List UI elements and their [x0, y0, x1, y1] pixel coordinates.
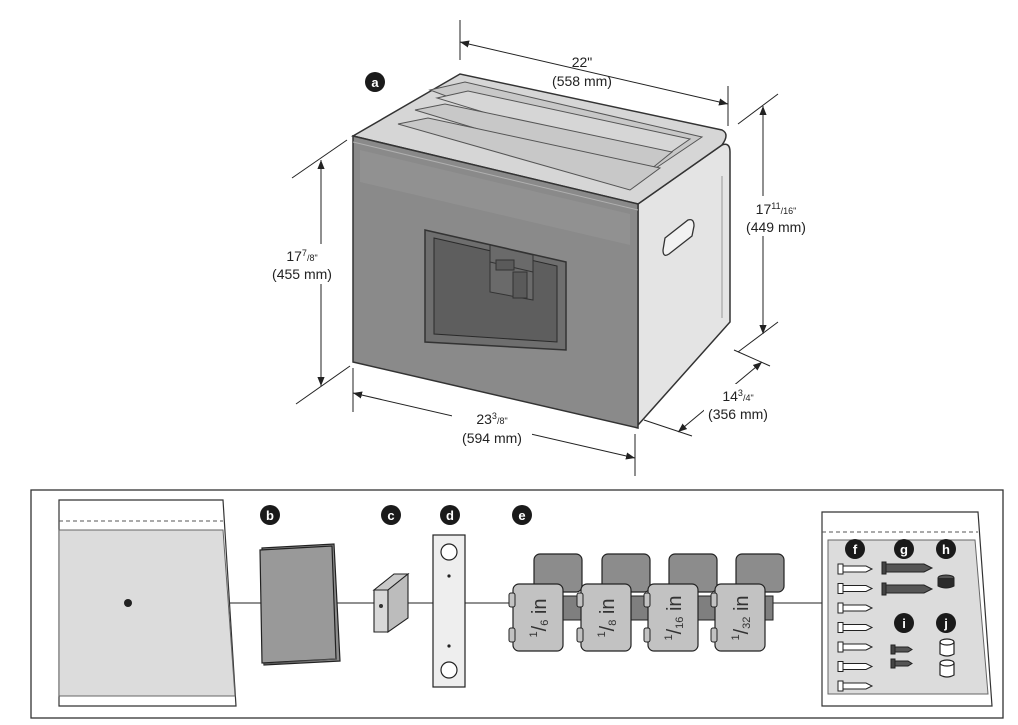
shim-set: 1/6 in 1/8 in 1/16 in 1/32 in — [508, 553, 785, 652]
dimension-panel-depth: 143/4" (356 mm) — [643, 349, 776, 437]
dimension-front-width-mm: (594 mm) — [462, 430, 522, 446]
screw-shank — [842, 624, 874, 631]
shim-tab — [643, 627, 651, 643]
shim-2: 1/16 in — [643, 583, 699, 652]
screw-shank — [842, 663, 874, 670]
parts-bag-left — [58, 499, 237, 707]
screw-head — [837, 583, 844, 594]
screw-head — [837, 602, 844, 614]
dimension-front-width-inch: 233/8" — [476, 411, 507, 427]
svg-text:c: c — [387, 508, 394, 523]
appliance-body — [350, 73, 731, 429]
screw-head — [837, 641, 844, 653]
dimension-width-mm: (558 mm) — [552, 73, 612, 89]
svg-text:b: b — [266, 508, 274, 523]
screw-head — [837, 661, 844, 672]
bracket-part — [372, 572, 410, 634]
shim-tab — [508, 627, 516, 643]
svg-text:i: i — [902, 616, 906, 631]
label-badge-e: e — [512, 505, 532, 525]
shim-label: 1/8 in — [596, 599, 619, 638]
dimension-front-height-mm: (455 mm) — [272, 266, 332, 282]
dimension-depth-total: 1711/16" (449 mm) — [737, 93, 812, 353]
screw-shank — [842, 682, 874, 690]
svg-text:h: h — [942, 542, 950, 557]
shim-tab — [710, 592, 718, 608]
label-badge-c: c — [381, 505, 401, 525]
shim-plate — [580, 583, 632, 652]
svg-text:f: f — [853, 542, 858, 557]
accessories-frame — [30, 489, 1004, 719]
mounting-template — [432, 534, 466, 688]
spacer-set-j — [939, 638, 955, 678]
screw-set-f — [837, 563, 874, 692]
shim-label: 1/32 in — [730, 595, 753, 640]
shim-tab — [576, 592, 584, 608]
label-badge-b: b — [260, 505, 280, 525]
shim-3: 1/32 in — [710, 583, 766, 652]
shim-label: 1/6 in — [528, 599, 551, 638]
shim-tab — [643, 592, 651, 608]
svg-text:j: j — [943, 616, 948, 631]
svg-text:d: d — [446, 508, 454, 523]
screw-set-i — [890, 644, 913, 669]
screw-shank — [842, 565, 874, 573]
label-badge-h: h — [936, 539, 956, 559]
screw-head — [837, 680, 844, 692]
shim-1: 1/8 in — [576, 583, 632, 652]
label-badge-i: i — [894, 613, 914, 633]
dimension-front-height-inch: 177/8" — [286, 248, 317, 264]
dimension-front-height: 177/8" (455 mm) — [268, 139, 351, 405]
dimension-width: 22" (558 mm) — [459, 20, 729, 126]
dimension-depth-total-mm: (449 mm) — [746, 219, 806, 235]
svg-text:g: g — [900, 542, 908, 557]
screw-head — [837, 622, 844, 633]
label-badge-d: d — [440, 505, 460, 525]
shim-tab — [710, 627, 718, 643]
svg-text:a: a — [371, 75, 379, 90]
screw-head — [837, 563, 844, 575]
screw-shank — [842, 643, 874, 651]
shim-plate — [647, 583, 699, 652]
cap-part-h — [937, 574, 955, 589]
shim-tab — [576, 627, 584, 643]
shim-plate — [512, 583, 564, 652]
dimension-width-inch: 22" — [572, 54, 593, 70]
shim-label: 1/16 in — [663, 595, 686, 640]
manual-booklet — [259, 543, 341, 666]
label-badge-a: a — [365, 72, 385, 92]
dimension-depth-total-inch: 1711/16" — [756, 201, 797, 217]
dimension-panel-depth-mm: (356 mm) — [708, 406, 768, 422]
screw-shank — [842, 585, 874, 592]
shim-plate — [714, 583, 766, 652]
dimension-panel-depth-inch: 143/4" — [722, 388, 753, 404]
label-badge-f: f — [845, 539, 865, 559]
screw-shank — [842, 604, 874, 612]
screw-set-g — [881, 561, 934, 596]
svg-text:e: e — [518, 508, 525, 523]
dimension-front-width: 233/8" (594 mm) — [352, 368, 636, 476]
label-badge-j: j — [936, 613, 956, 633]
shim-tab — [508, 592, 516, 608]
shim-0: 1/6 in — [508, 583, 564, 652]
label-badge-g: g — [894, 539, 914, 559]
